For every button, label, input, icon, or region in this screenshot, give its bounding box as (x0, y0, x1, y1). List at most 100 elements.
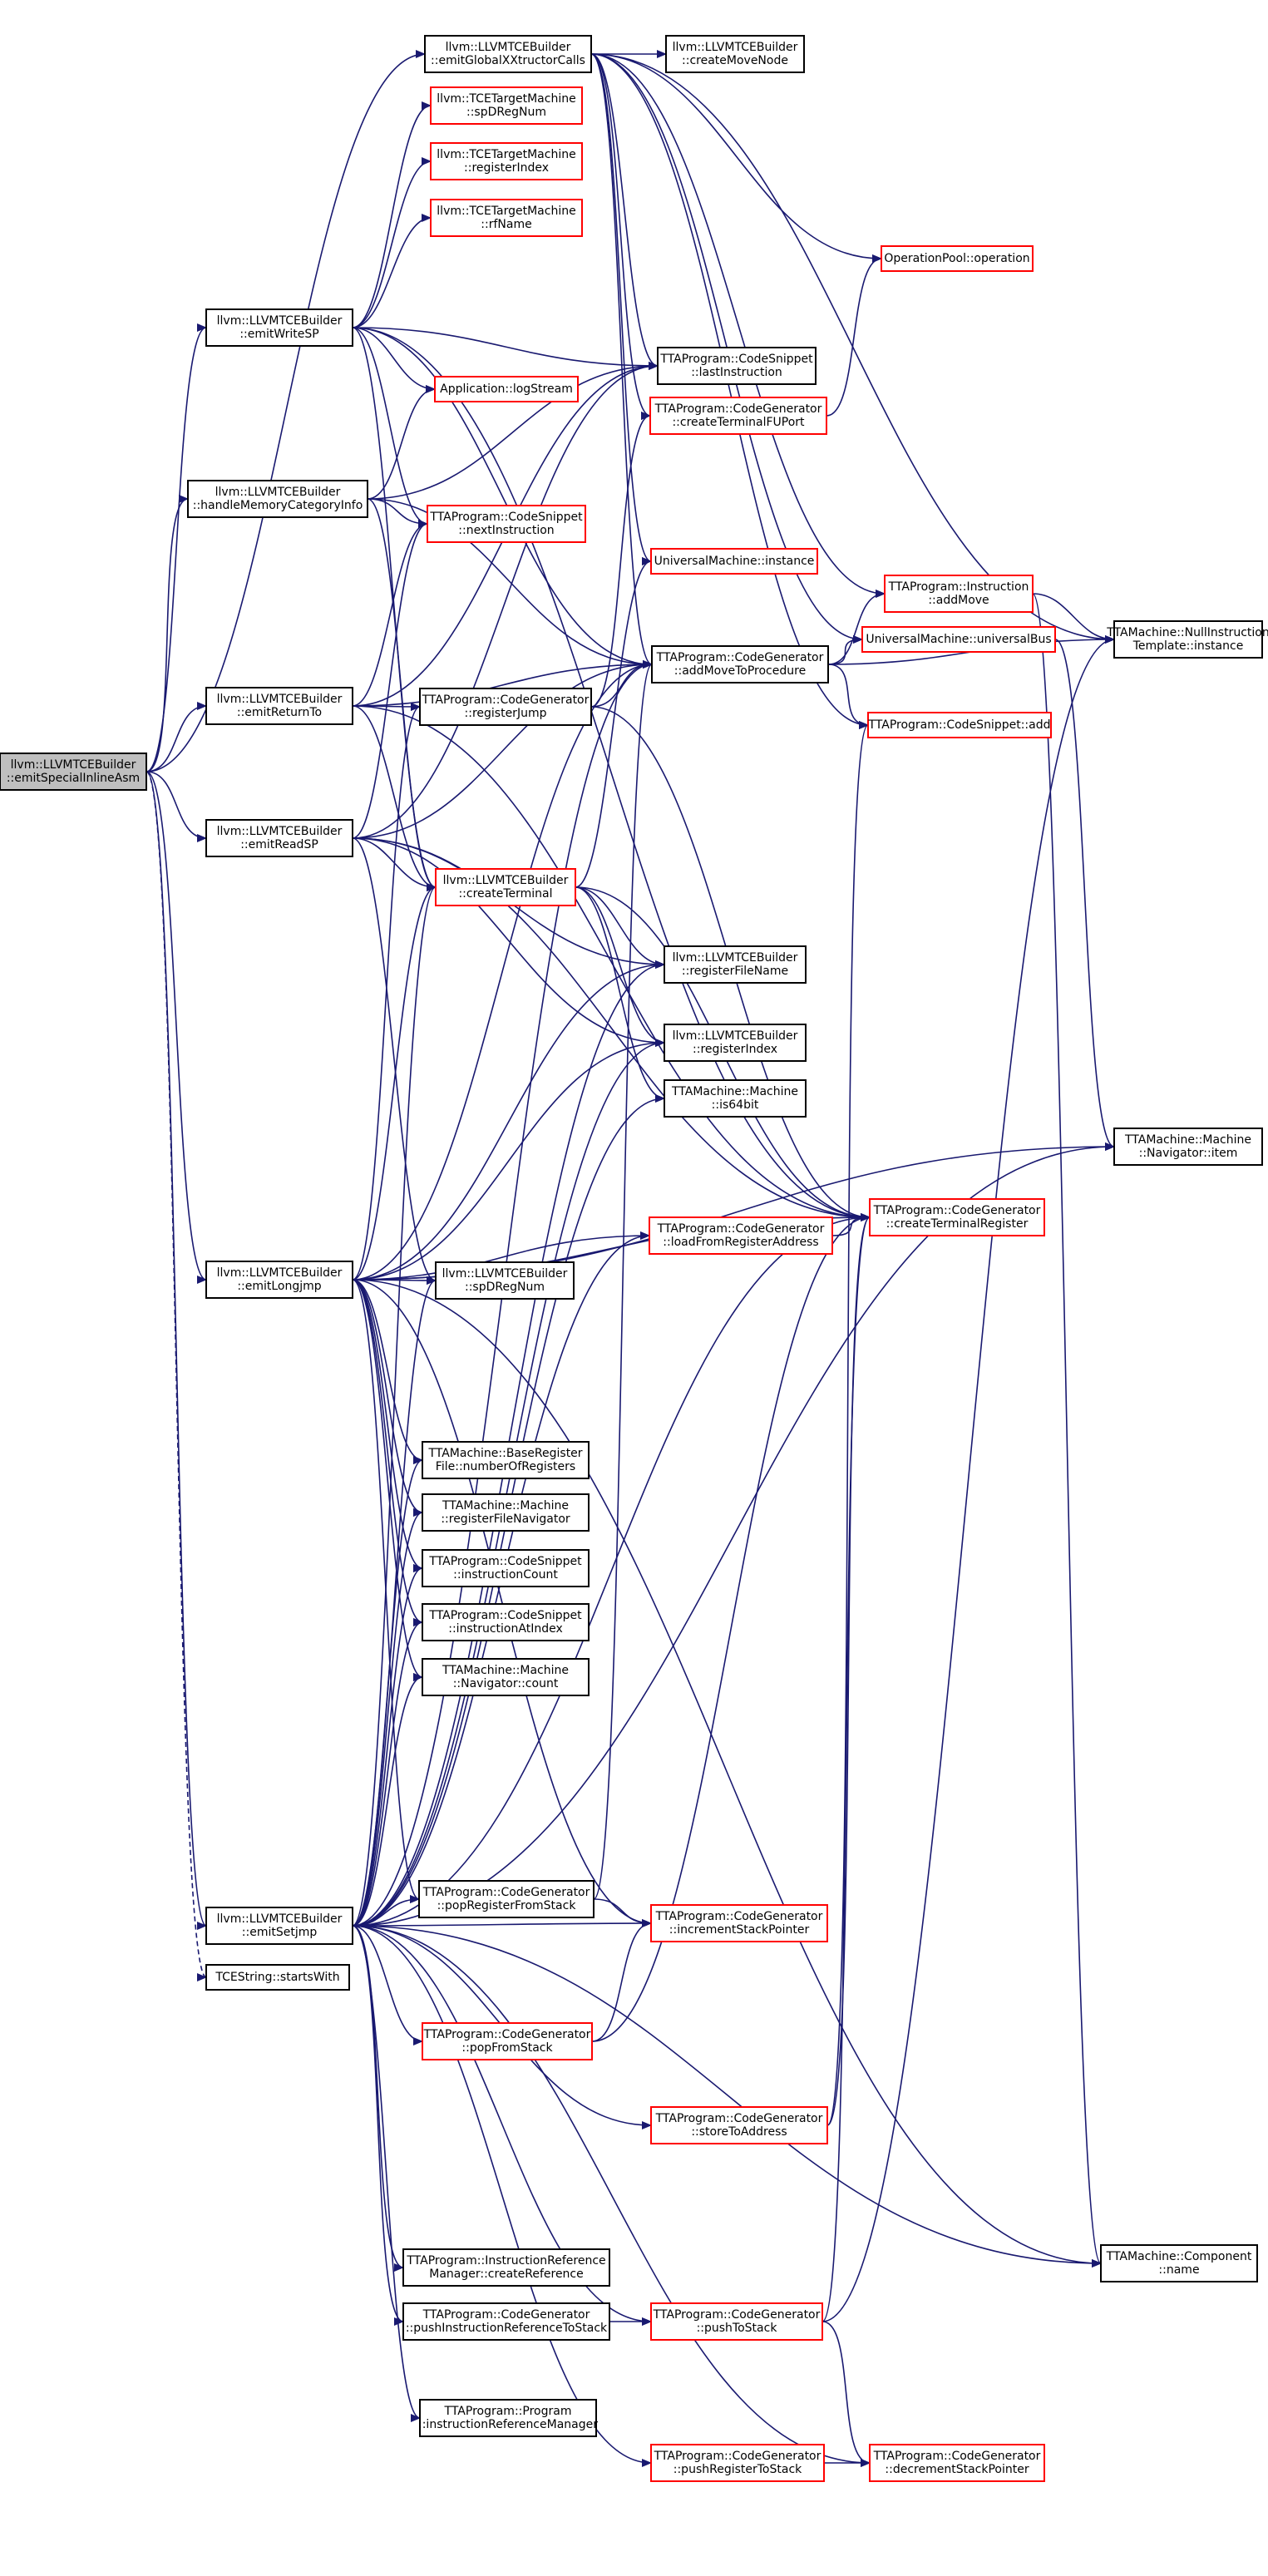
node-pushRegToStack[interactable]: TTAProgram::CodeGenerator::pushRegisterT… (650, 2444, 825, 2482)
node-addMove[interactable]: TTAProgram::Instruction::addMove (884, 575, 1034, 613)
node-storeToAddress[interactable]: TTAProgram::CodeGenerator::storeToAddres… (650, 2106, 828, 2144)
edge-emitReturnTo-to-addMoveToProcedure (352, 660, 653, 707)
node-loadFromReg[interactable]: TTAProgram::CodeGenerator::loadFromRegis… (649, 1216, 833, 1255)
node-registerFileName[interactable]: llvm::LLVMTCEBuilder::registerFileName (664, 945, 807, 984)
node-componentName[interactable]: TTAMachine::Component::name (1100, 2244, 1258, 2282)
edge-emitLongjmp-to-numberOfRegisters (352, 1279, 423, 1464)
node-label-line: TTAProgram::CodeSnippet (659, 353, 813, 366)
node-box (422, 1549, 590, 1587)
node-label-line: ::instructionCount (453, 1568, 558, 1582)
node-emitReadSP[interactable]: llvm::LLVMTCEBuilder::emitReadSP (205, 819, 353, 857)
node-registerJump[interactable]: TTAProgram::CodeGenerator::registerJump (419, 688, 592, 726)
node-label-line: TTAProgram::Program (444, 2405, 572, 2418)
node-tm_spDRegNum[interactable]: llvm::TCETargetMachine::spDRegNum (430, 86, 583, 125)
node-root[interactable]: llvm::LLVMTCEBuilder::emitSpecialInlineA… (0, 753, 147, 791)
node-b_registerIndex[interactable]: llvm::LLVMTCEBuilder::registerIndex (664, 1024, 807, 1062)
node-createTerminal[interactable]: llvm::LLVMTCEBuilder::createTerminal (435, 868, 576, 906)
edge-root-to-startsWith (146, 771, 207, 1981)
node-label-line: ::emitReturnTo (237, 706, 322, 719)
node-label-line: ::storeToAddress (691, 2125, 787, 2139)
node-opPool[interactable]: OperationPool::operation (881, 245, 1034, 272)
node-addMoveToProcedure[interactable]: TTAProgram::CodeGenerator::addMoveToProc… (651, 645, 829, 683)
node-handleMemory[interactable]: llvm::LLVMTCEBuilder::handleMemoryCatego… (187, 480, 368, 518)
edge-emitSetjmp-to-createTerminal (352, 883, 437, 1927)
node-emitReturnTo[interactable]: llvm::LLVMTCEBuilder::emitReturnTo (205, 687, 353, 725)
edge-createTerminal-to-is64bit (575, 886, 665, 1103)
edge-storeToAddress-to-snippetAdd (826, 721, 869, 2126)
node-createTerminalRegister[interactable]: TTAProgram::CodeGenerator::createTermina… (869, 1198, 1045, 1236)
node-numberOfRegisters[interactable]: TTAMachine::BaseRegisterFile::numberOfRe… (422, 1441, 590, 1479)
node-label-line: ::name (1158, 2263, 1199, 2277)
node-label-line: TTAProgram::CodeGenerator (653, 2308, 821, 2322)
node-logStream[interactable]: Application::logStream (434, 376, 579, 402)
edge-emitLongjmp-to-rfNavigator (352, 1279, 423, 1517)
node-snippetAdd[interactable]: TTAProgram::CodeSnippet::add (867, 712, 1052, 738)
node-lastInstruction[interactable]: TTAProgram::CodeSnippet::lastInstruction (657, 347, 817, 385)
node-universalBus[interactable]: UniversalMachine::universalBus (861, 626, 1056, 653)
node-navCount[interactable]: TTAMachine::Machine::Navigator::count (422, 1658, 590, 1696)
node-label-line: ::createTerminalRegister (886, 1217, 1029, 1231)
node-nextInstruction[interactable]: TTAProgram::CodeSnippet::nextInstruction (427, 505, 586, 543)
node-label-line: TTAProgram::CodeSnippet (429, 511, 583, 524)
edge-popFromStack-to-createTerminalRegister (591, 1213, 871, 2042)
edge-emitWriteSP-to-tm_spDRegNum (352, 101, 432, 328)
node-pushInstrRef[interactable]: TTAProgram::CodeGenerator::pushInstructi… (402, 2302, 610, 2341)
node-irManager[interactable]: TTAProgram::Program::instructionReferenc… (418, 2399, 598, 2437)
node-label-line: TTAProgram::Instruction (888, 580, 1029, 594)
node-box (867, 712, 1052, 738)
node-decStack[interactable]: TTAProgram::CodeGenerator::decrementStac… (869, 2444, 1045, 2482)
node-is64bit[interactable]: TTAMachine::Machine::is64bit (664, 1079, 807, 1118)
edge-addMove-to-nullInstr (1032, 593, 1115, 644)
node-label-line: ::popRegisterFromStack (437, 1899, 577, 1912)
node-label-line: ::registerFileNavigator (441, 1513, 570, 1526)
node-incStack[interactable]: TTAProgram::CodeGenerator::incrementStac… (650, 1904, 828, 1942)
node-pushToStack[interactable]: TTAProgram::CodeGenerator::pushToStack (650, 2302, 823, 2341)
node-label-line: TCEString::startsWith (215, 1971, 339, 1984)
node-label-line: llvm::LLVMTCEBuilder (673, 41, 798, 54)
node-box (861, 626, 1056, 653)
node-label-line: Application::logStream (440, 382, 573, 396)
node-label-line: TTAProgram::CodeSnippet (428, 1555, 582, 1568)
node-label-line: llvm::LLVMTCEBuilder (11, 758, 136, 772)
node-umInstance[interactable]: UniversalMachine::instance (650, 548, 818, 575)
node-emitSetjmp[interactable]: llvm::LLVMTCEBuilder::emitSetjmp (205, 1907, 353, 1945)
node-tm_registerIndex[interactable]: llvm::TCETargetMachine::registerIndex (430, 142, 583, 180)
node-label-line: ::spDRegNum (465, 1281, 545, 1294)
node-instructionCount[interactable]: TTAProgram::CodeSnippet::instructionCoun… (422, 1549, 590, 1587)
edge-emitReturnTo-to-createTerminalRegister (352, 705, 871, 1221)
edge-emitSetjmp-to-instructionAtIndex (352, 1618, 423, 1927)
node-label-line: llvm::LLVMTCEBuilder (443, 874, 569, 887)
edge-emitWriteSP-to-addMoveToProcedure (352, 327, 653, 669)
node-createTerminalFUPort[interactable]: TTAProgram::CodeGenerator::createTermina… (649, 397, 827, 435)
edge-emitWriteSP-to-nextInstruction (352, 327, 428, 528)
node-label-line: ::addMoveToProcedure (674, 664, 806, 678)
node-instructionAtIndex[interactable]: TTAProgram::CodeSnippet::instructionAtIn… (422, 1603, 590, 1641)
edge-emitSetjmp-to-navItem (352, 1142, 1115, 1927)
node-label-line: TTAProgram::CodeGenerator (655, 1910, 823, 1923)
node-rfNavigator[interactable]: TTAMachine::Machine::registerFileNavigat… (422, 1493, 590, 1532)
node-createMoveNode[interactable]: llvm::LLVMTCEBuilder::createMoveNode (665, 35, 805, 73)
edge-emitGlobalXXtructorCalls-to-umInstance (590, 53, 652, 565)
edge-emitSetjmp-to-createReference (352, 1925, 404, 2272)
node-popRegFromStack[interactable]: TTAProgram::CodeGenerator::popRegisterFr… (418, 1880, 595, 1918)
node-label-line: ::createTerminal (458, 887, 552, 901)
node-label-line: llvm::LLVMTCEBuilder (217, 314, 343, 328)
edge-emitWriteSP-to-createTerminal (352, 327, 437, 891)
node-createReference[interactable]: TTAProgram::InstructionReferenceManager:… (402, 2248, 610, 2287)
node-box (205, 308, 353, 347)
node-startsWith[interactable]: TCEString::startsWith (205, 1964, 350, 1991)
node-tm_rfName[interactable]: llvm::TCETargetMachine::rfName (430, 199, 583, 237)
node-emitLongjmp[interactable]: llvm::LLVMTCEBuilder::emitLongjmp (205, 1261, 353, 1299)
node-navItem[interactable]: TTAMachine::Machine::Navigator::item (1113, 1128, 1263, 1166)
node-nullInstr[interactable]: TTAMachine::NullInstructionTemplate::ins… (1106, 620, 1268, 659)
node-popFromStack[interactable]: TTAProgram::CodeGenerator::popFromStack (422, 2022, 593, 2060)
node-b_spDRegNum[interactable]: llvm::LLVMTCEBuilder::spDRegNum (435, 1261, 575, 1300)
node-box (430, 86, 583, 125)
node-emitGlobalXXtructorCalls[interactable]: llvm::LLVMTCEBuilder::emitGlobalXXtructo… (424, 35, 592, 73)
node-emitWriteSP[interactable]: llvm::LLVMTCEBuilder::emitWriteSP (205, 308, 353, 347)
node-label-line: ::registerFileName (682, 965, 788, 978)
node-box (0, 753, 147, 791)
node-box (418, 1880, 595, 1918)
node-label-line: llvm::TCETargetMachine (437, 92, 575, 106)
node-label-line: TTAMachine::Machine (1124, 1133, 1251, 1147)
